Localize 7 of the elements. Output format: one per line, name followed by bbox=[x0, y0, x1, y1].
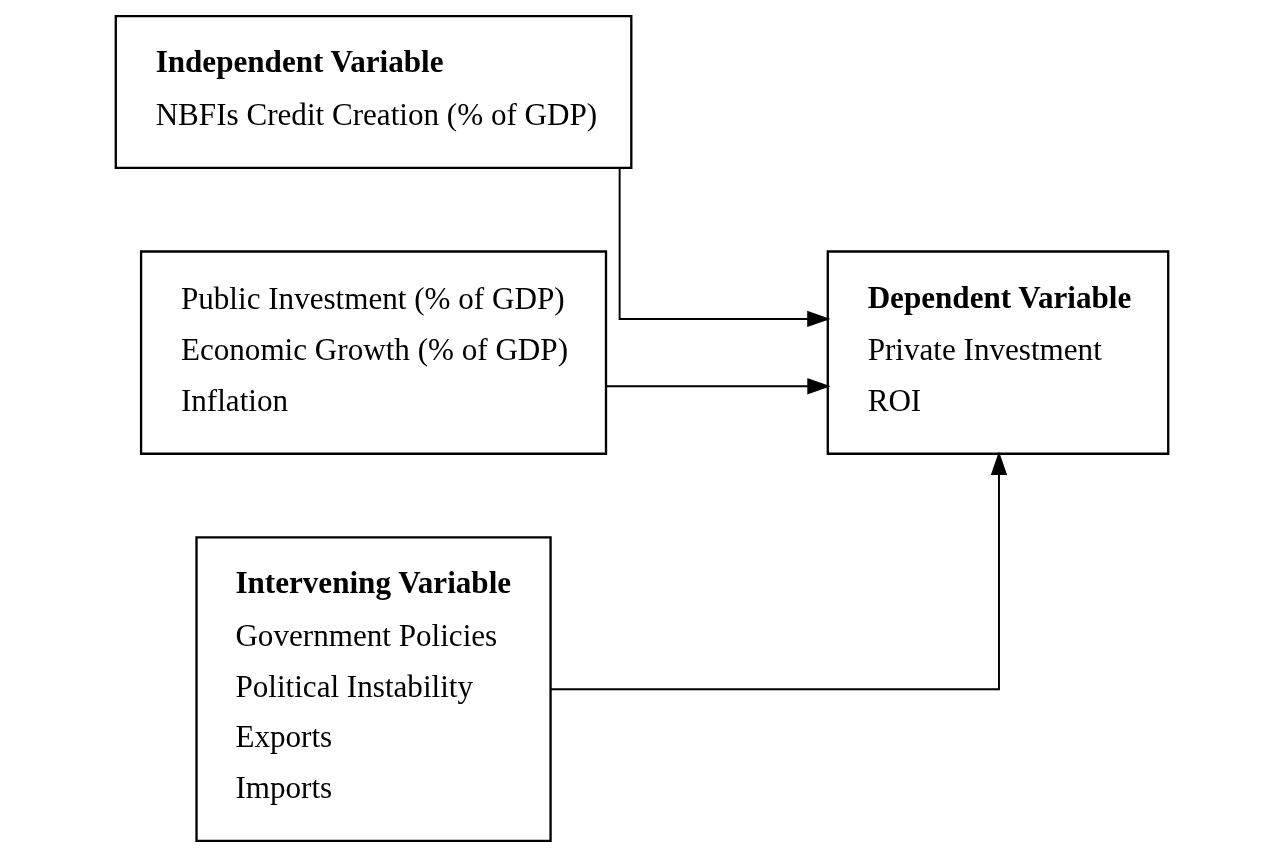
arrow bbox=[605, 378, 831, 395]
node-box: Public Investment (% of GDP) Economic Growth (% of GDP) Inflation bbox=[139, 250, 608, 455]
node-box: Dependent Variable Private Investment ROI bbox=[826, 250, 1170, 455]
node-box: Intervening Variable Government Policies Political Instability Exports Imports bbox=[195, 536, 552, 843]
arrow bbox=[618, 167, 831, 328]
node-box: Independent Variable NBFIs Credit Creation (% of GDP) bbox=[114, 14, 633, 169]
arrow bbox=[550, 451, 1008, 691]
